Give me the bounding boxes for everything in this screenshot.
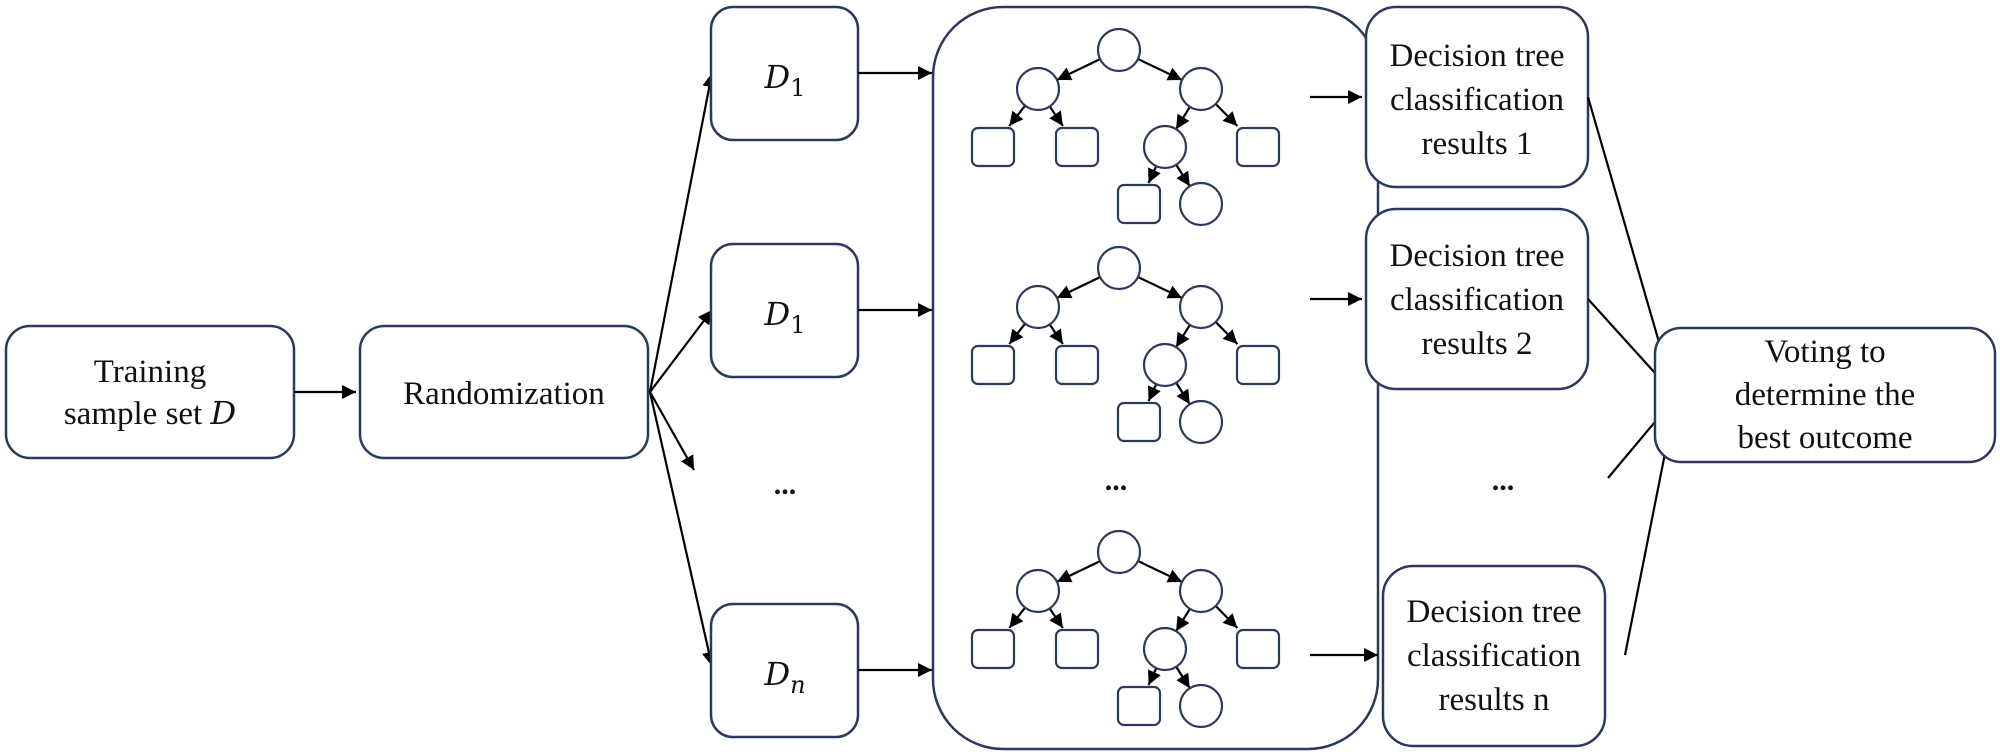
tree-edge bbox=[1008, 104, 1026, 127]
result-2-line1: Decision tree bbox=[1389, 238, 1564, 274]
tree-split-node bbox=[1178, 399, 1224, 445]
arrow-random-to-dn bbox=[648, 391, 716, 667]
arrow-random-to-d1b bbox=[649, 309, 713, 393]
subset-box-1: D1 bbox=[709, 5, 860, 142]
tree-leaf-node bbox=[1235, 344, 1281, 386]
tree-edge bbox=[1056, 276, 1101, 299]
tree-edge bbox=[1175, 106, 1191, 130]
tree-edge bbox=[1175, 608, 1191, 632]
tree-edge bbox=[1048, 607, 1064, 629]
tree-edge bbox=[1137, 58, 1183, 81]
decision-tree-1 bbox=[970, 27, 1281, 227]
tree-edge bbox=[1175, 164, 1191, 187]
tree-split-node bbox=[1142, 626, 1188, 672]
tree-split-node bbox=[1142, 124, 1188, 170]
tree-split-node bbox=[1096, 27, 1142, 73]
tree-split-node bbox=[1178, 284, 1224, 330]
voting-line1: Voting to bbox=[1764, 334, 1885, 370]
tree-leaf-node bbox=[1235, 126, 1281, 168]
voting-line2: determine the bbox=[1735, 377, 1916, 413]
tree-edge bbox=[1175, 324, 1191, 348]
tree-edge bbox=[1214, 321, 1239, 345]
tree-split-node bbox=[1015, 66, 1061, 112]
tree-split-node bbox=[1142, 342, 1188, 388]
tree-split-node bbox=[1178, 66, 1224, 112]
randomization-box: Randomization bbox=[358, 324, 650, 460]
subset-box-2: D1 bbox=[709, 242, 860, 379]
tree-split-node bbox=[1015, 284, 1061, 330]
training-set-line2: sample set D bbox=[64, 394, 236, 432]
tree-split-node bbox=[1178, 568, 1224, 614]
tree-edge bbox=[1056, 58, 1101, 81]
result-2-line3: results 2 bbox=[1422, 326, 1533, 362]
result-n-line1: Decision tree bbox=[1406, 594, 1581, 630]
tree-leaf-node bbox=[1235, 628, 1281, 670]
tree-leaf-node bbox=[1054, 344, 1100, 386]
randomization-label: Randomization bbox=[403, 376, 605, 412]
tree-edge bbox=[1048, 323, 1064, 345]
tree-leaf-node bbox=[970, 344, 1016, 386]
tree-edge bbox=[1056, 560, 1101, 583]
tree-split-node bbox=[1178, 181, 1224, 227]
subset-ellipsis: ... bbox=[774, 468, 797, 501]
tree-split-node bbox=[1015, 568, 1061, 614]
tree-leaf-node bbox=[1116, 183, 1162, 225]
result-n-line2: classification bbox=[1407, 638, 1581, 674]
tree-leaf-node bbox=[1116, 401, 1162, 443]
result-box-n: Decision tree classification results n bbox=[1381, 564, 1607, 748]
decision-tree-3 bbox=[970, 529, 1281, 729]
arrow-random-to-ellipsis bbox=[649, 391, 695, 471]
tree-leaf-node bbox=[1054, 628, 1100, 670]
voting-line3: best outcome bbox=[1737, 420, 1912, 456]
arrow-random-to-d1a bbox=[648, 72, 717, 393]
tree-leaf-node bbox=[970, 628, 1016, 670]
tree-edge bbox=[1147, 383, 1161, 402]
tree-edge bbox=[1175, 666, 1191, 689]
result-1-line1: Decision tree bbox=[1389, 38, 1564, 74]
tree-edge bbox=[1008, 606, 1026, 629]
tree-edge bbox=[1147, 165, 1161, 184]
training-set-line1: Training bbox=[94, 354, 206, 390]
voting-box: Voting to determine the best outcome bbox=[1653, 326, 1997, 464]
tree-edge bbox=[1008, 322, 1026, 345]
tree-edge bbox=[1048, 105, 1064, 127]
result-box-1: Decision tree classification results 1 bbox=[1364, 5, 1590, 189]
tree-edge bbox=[1137, 560, 1183, 583]
decision-trees bbox=[970, 27, 1281, 729]
result-2-line2: classification bbox=[1390, 282, 1564, 318]
tree-edge bbox=[1137, 276, 1183, 299]
tree-edge bbox=[1214, 103, 1239, 127]
tree-split-node bbox=[1178, 683, 1224, 729]
tree-leaf-node bbox=[970, 126, 1016, 168]
training-set-box: Training sample set D bbox=[4, 324, 296, 460]
tree-leaf-node bbox=[1054, 126, 1100, 168]
results-ellipsis: ... bbox=[1492, 464, 1515, 497]
tree-split-node bbox=[1096, 245, 1142, 291]
forest-ellipsis: ... bbox=[1105, 464, 1128, 497]
tree-split-node bbox=[1096, 529, 1142, 575]
tree-edge bbox=[1214, 605, 1239, 629]
result-1-line3: results 1 bbox=[1422, 126, 1533, 162]
result-box-2: Decision tree classification results 2 bbox=[1364, 207, 1590, 391]
subset-label-n: Dn bbox=[763, 655, 805, 699]
result-1-line2: classification bbox=[1390, 82, 1564, 118]
tree-leaf-node bbox=[1116, 685, 1162, 727]
tree-edge bbox=[1147, 667, 1161, 686]
subset-label-2: D1 bbox=[764, 295, 806, 339]
subset-label-1: D1 bbox=[764, 58, 806, 102]
decision-tree-2 bbox=[970, 245, 1281, 445]
subset-box-n: Dn bbox=[709, 602, 860, 739]
tree-edge bbox=[1175, 382, 1191, 405]
result-n-line3: results n bbox=[1439, 682, 1550, 718]
